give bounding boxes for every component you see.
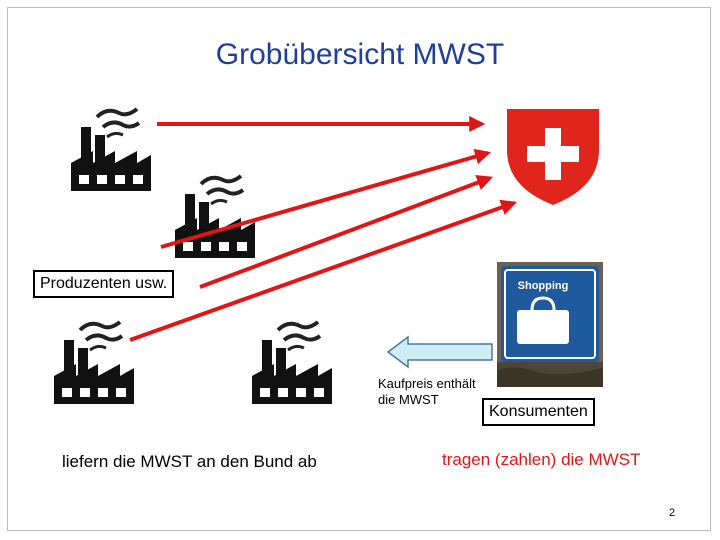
page-number: 2 bbox=[669, 507, 676, 519]
slide-frame bbox=[7, 7, 711, 531]
factory-icon bbox=[50, 318, 138, 416]
producers-label: Produzenten usw. bbox=[33, 270, 175, 298]
factory-icon bbox=[67, 105, 155, 203]
price-note: Kaufpreis enthält die MWST bbox=[378, 376, 476, 408]
swiss-coat-of-arms-icon bbox=[505, 107, 601, 208]
consumers-label: Konsumenten bbox=[482, 398, 595, 426]
price-note-line: Kaufpreis enthält bbox=[378, 376, 476, 391]
caption-producers: liefern die MWST an den Bund ab bbox=[62, 452, 317, 471]
left-arrow-icon bbox=[386, 335, 493, 369]
factory-icon bbox=[248, 318, 336, 416]
tax-flow-arrow bbox=[160, 148, 492, 249]
shopping-bag-icon bbox=[517, 296, 569, 344]
tax-flow-arrow bbox=[199, 175, 493, 289]
page-title: Grobübersicht MWST bbox=[215, 38, 505, 71]
shopping-sign-text: Shopping bbox=[518, 280, 569, 292]
tax-flow-arrow bbox=[129, 199, 518, 342]
shopping-sign-image: Shopping bbox=[497, 262, 603, 387]
caption-consumers: tragen (zahlen) die MWST bbox=[442, 450, 641, 469]
factory-icon bbox=[171, 172, 259, 270]
price-note-line: die MWST bbox=[378, 392, 439, 407]
